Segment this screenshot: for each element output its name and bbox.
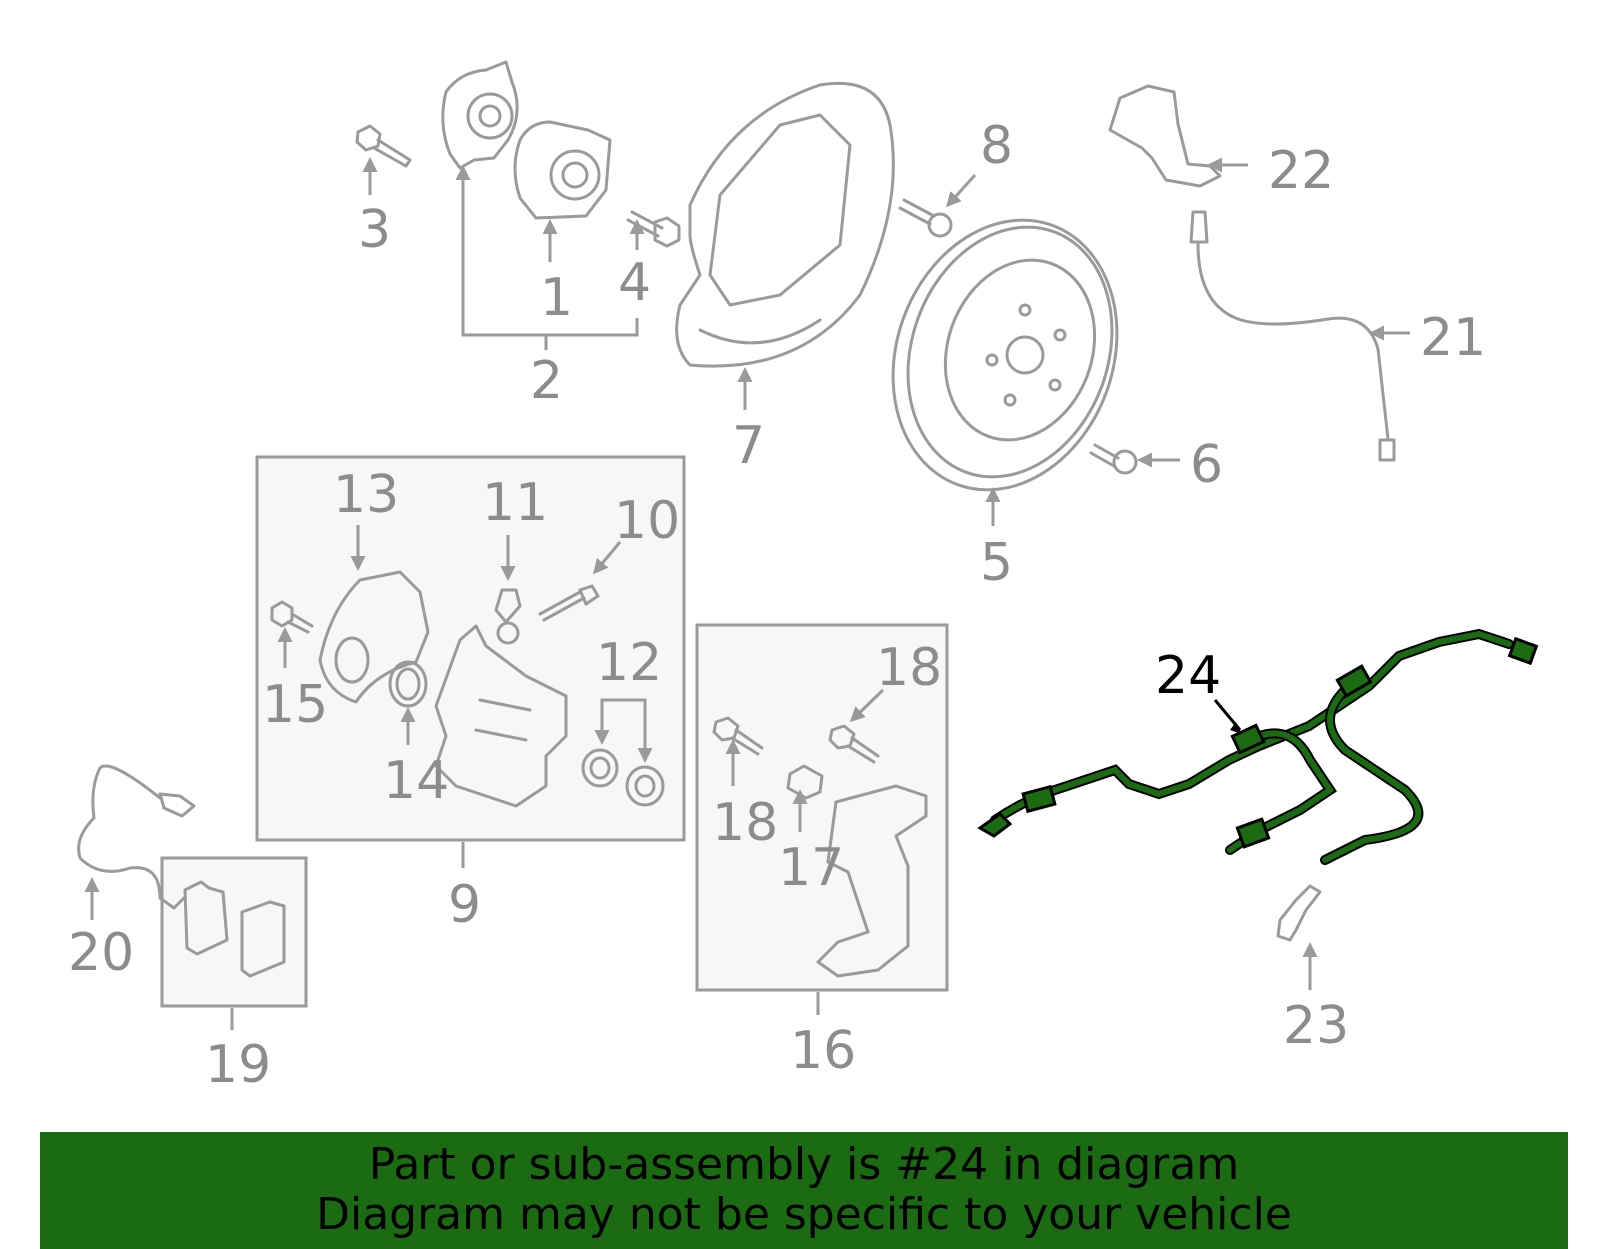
callout-5: 5 — [980, 533, 1013, 593]
dust-shield-part-7 — [675, 81, 895, 368]
boot-part-12 — [581, 748, 665, 807]
callout-9: 9 — [448, 875, 481, 935]
callout-15: 15 — [262, 675, 328, 735]
callout-21: 21 — [1420, 308, 1486, 368]
sensor-part-23 — [1276, 884, 1322, 942]
callout-14: 14 — [383, 751, 449, 811]
callout-8: 8 — [980, 116, 1013, 176]
callout-20: 20 — [68, 923, 134, 983]
info-banner: Part or sub-assembly is #24 in diagram D… — [40, 1132, 1568, 1249]
bracket-part-22 — [1108, 84, 1222, 188]
caliper-housing-part-13 — [318, 570, 430, 704]
guide-pin-part-11 — [494, 588, 522, 645]
brake-line-part-21 — [1189, 210, 1396, 462]
brake-rotor-part-5 — [891, 218, 1119, 492]
callout-17: 17 — [778, 838, 844, 898]
bolt-part-8 — [898, 198, 953, 238]
callout-18-left: 18 — [712, 793, 778, 853]
callout-3: 3 — [358, 200, 391, 260]
callout-10: 10 — [614, 491, 680, 551]
banner-line-2: Diagram may not be specific to your vehi… — [316, 1189, 1292, 1240]
callout-19: 19 — [205, 1035, 271, 1095]
callout-16: 16 — [790, 1021, 856, 1081]
box-caliper-assembly — [255, 455, 686, 842]
callout-4: 4 — [618, 253, 651, 313]
callout-13: 13 — [333, 465, 399, 525]
seal-part-14 — [388, 660, 428, 708]
bolt-part-18-right — [828, 724, 880, 764]
bushing-part-17 — [786, 764, 824, 800]
caliper-carrier-part-9 — [434, 624, 568, 808]
screw-part-6 — [1089, 443, 1138, 475]
wheel-hub-part-2 — [441, 60, 519, 170]
brake-pads-part-19 — [183, 880, 286, 978]
box-caliper-bracket — [695, 623, 949, 992]
callout-12: 12 — [596, 633, 662, 693]
callout-23: 23 — [1283, 996, 1349, 1056]
banner-line-1: Part or sub-assembly is #24 in diagram — [368, 1139, 1240, 1190]
callout-22: 22 — [1268, 141, 1334, 201]
callout-2: 2 — [530, 351, 563, 411]
leader-lines — [84, 157, 1410, 1030]
callout-24: 24 — [1155, 646, 1221, 706]
wheel-bearing-part-1 — [513, 120, 612, 220]
bolt-part-15 — [270, 600, 314, 634]
callout-6: 6 — [1190, 435, 1223, 495]
callout-18-right: 18 — [876, 638, 942, 698]
bolt-part-10 — [538, 584, 600, 622]
callout-11: 11 — [482, 473, 548, 533]
wear-sensor-part-20 — [77, 764, 196, 910]
callout-7: 7 — [732, 416, 765, 476]
bolt-part-3 — [355, 124, 412, 168]
wiring-harness-part-24 — [977, 628, 1539, 865]
callout-1: 1 — [540, 268, 573, 328]
caliper-bracket-part-16 — [816, 784, 928, 978]
